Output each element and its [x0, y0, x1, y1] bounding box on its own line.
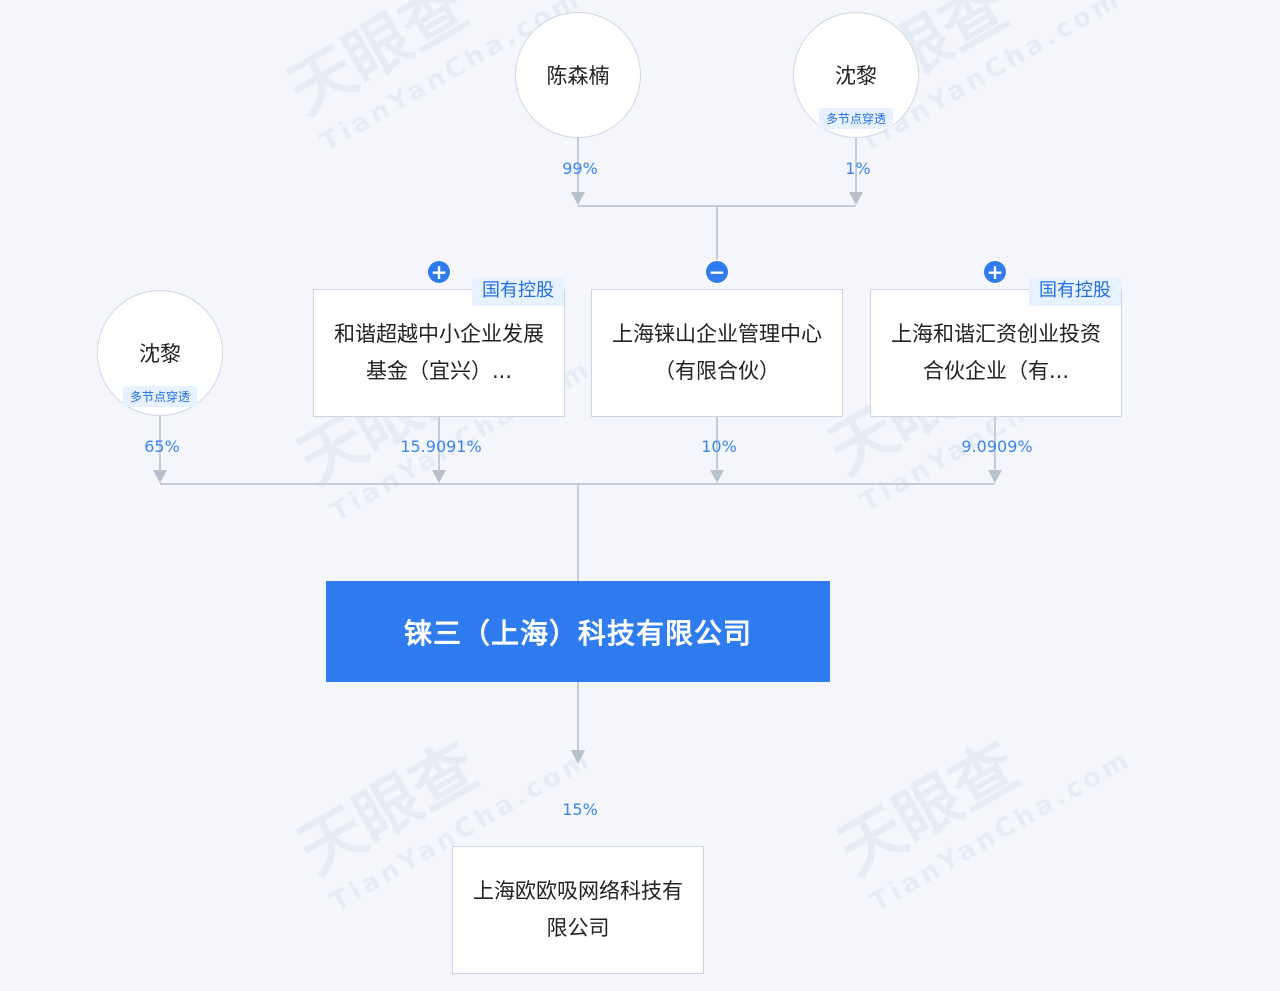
shareholder-name: 陈森楠: [546, 64, 610, 88]
shareholder-name: 沈黎: [139, 342, 181, 366]
multi-node-badge[interactable]: 多节点穿透: [818, 108, 894, 129]
share-percentage: 99%: [562, 159, 598, 178]
main-company-box[interactable]: 铼三（上海）科技有限公司: [326, 581, 830, 682]
shareholder-node[interactable]: 陈森楠: [515, 12, 641, 138]
expand-icon[interactable]: +: [427, 260, 451, 284]
multi-node-badge[interactable]: 多节点穿透: [122, 386, 198, 407]
state-owned-tag: 国有控股: [1029, 278, 1121, 306]
share-percentage: 15.9091%: [400, 437, 482, 456]
shareholder-company-box[interactable]: 上海铼山企业管理中心（有限合伙）: [591, 289, 843, 417]
shareholder-company-box[interactable]: 国有控股 和谐超越中小企业发展基金（宜兴）...: [313, 278, 565, 417]
company-name: 上海和谐汇资创业投资合伙企业（有...: [891, 322, 1101, 383]
collapse-icon[interactable]: −: [705, 260, 729, 284]
share-percentage: 1%: [845, 159, 871, 178]
share-percentage: 65%: [144, 437, 180, 456]
investment-company-box[interactable]: 上海欧欧吸网络科技有限公司: [452, 846, 704, 974]
share-percentage: 9.0909%: [961, 437, 1033, 456]
shareholder-name: 沈黎: [835, 64, 877, 88]
state-owned-tag: 国有控股: [472, 278, 564, 306]
main-company-name: 铼三（上海）科技有限公司: [403, 616, 752, 650]
company-name: 上海铼山企业管理中心（有限合伙）: [612, 322, 822, 383]
shareholder-node[interactable]: 沈黎 多节点穿透: [793, 12, 919, 138]
company-name: 上海欧欧吸网络科技有限公司: [473, 879, 683, 940]
shareholder-company-box[interactable]: 国有控股 上海和谐汇资创业投资合伙企业（有...: [870, 278, 1122, 417]
shareholder-node[interactable]: 沈黎 多节点穿透: [97, 290, 223, 416]
investment-percentage: 15%: [562, 800, 598, 819]
company-name: 和谐超越中小企业发展基金（宜兴）...: [334, 322, 544, 383]
share-percentage: 10%: [701, 437, 737, 456]
expand-icon[interactable]: +: [983, 260, 1007, 284]
